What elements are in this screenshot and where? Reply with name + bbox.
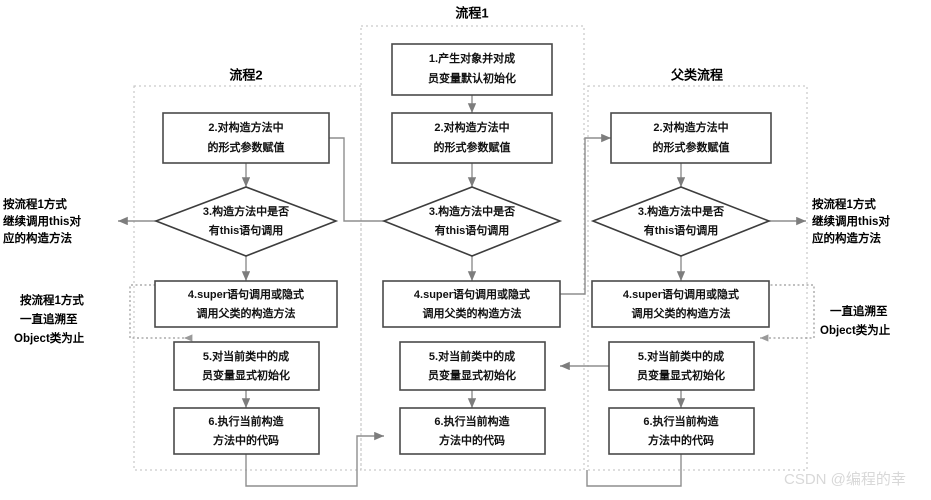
node-l-step4: 4.super语句调用或隐式 调用父类的构造方法 (154, 280, 338, 328)
node-r-step3: 3.构造方法中是否 有this语句调用 (590, 186, 772, 257)
node-m-step2-line2: 的形式参数赋值 (434, 140, 511, 154)
annotation-left-bottom-line2: 一直追溯至 (20, 312, 78, 326)
node-l-step5-line2: 员变量显式初始化 (202, 368, 290, 382)
node-r-step4: 4.super语句调用或隐式 调用父类的构造方法 (591, 280, 770, 328)
node-m-step6: 6.执行当前构造 方法中的代码 (399, 407, 546, 455)
annotation-left-bottom-line1: 按流程1方式 (20, 293, 84, 307)
node-r-step5-line2: 员变量显式初始化 (637, 368, 725, 382)
node-m-step1: 1.产生对象并对成 员变量默认初始化 (391, 43, 553, 96)
node-r-step4-line2: 调用父类的构造方法 (632, 306, 731, 320)
node-l-step4-line2: 调用父类的构造方法 (197, 306, 296, 320)
annotation-right-top: 按流程1方式 继续调用this对 应的构造方法 (812, 197, 890, 245)
conn-r6-loop (586, 454, 682, 487)
annotation-right-bottom: 一直追溯至 Object类为止 (820, 304, 891, 337)
node-m-step2-line1: 2.对构造方法中 (434, 120, 509, 134)
annotation-left-top: 按流程1方式 继续调用this对 应的构造方法 (3, 197, 81, 245)
node-m-step2: 2.对构造方法中 的形式参数赋值 (391, 112, 553, 164)
node-m-step5-line1: 5.对当前类中的成 (429, 349, 515, 363)
node-l-step3-line2: 有this语句调用 (209, 223, 284, 237)
lane-title-fulei: 父类流程 (670, 67, 723, 82)
node-m-step5-line2: 员变量显式初始化 (428, 368, 516, 382)
annotation-left-bottom: 按流程1方式 一直追溯至 Object类为止 (14, 293, 85, 345)
node-m-step3: 3.构造方法中是否 有this语句调用 (381, 186, 563, 257)
node-m-step4-line1: 4.super语句调用或隐式 (414, 287, 530, 301)
node-r-step6-line1: 6.执行当前构造 (643, 414, 719, 428)
node-l-step4-line1: 4.super语句调用或隐式 (188, 287, 304, 301)
node-l-step6-line2: 方法中的代码 (213, 433, 279, 447)
annotation-left-top-line2: 继续调用this对 (3, 214, 81, 228)
lane-region-liucheng1 (360, 25, 585, 471)
node-l-step5-line1: 5.对当前类中的成 (203, 349, 289, 363)
node-l-step5: 5.对当前类中的成 员变量显式初始化 (173, 341, 320, 391)
lane-region-liucheng2 (133, 85, 362, 471)
annotation-right-bottom-line1: 一直追溯至 (830, 304, 888, 318)
node-m-step3-line1: 3.构造方法中是否 (429, 204, 515, 218)
node-r-step6: 6.执行当前构造 方法中的代码 (608, 407, 755, 455)
annotation-right-top-line2: 继续调用this对 (812, 214, 890, 228)
conn-l6-to-m6 (245, 431, 384, 487)
annotation-right-top-line1: 按流程1方式 (812, 197, 876, 211)
node-l-step2-line1: 2.对构造方法中 (208, 120, 283, 134)
annotation-right-top-line3: 应的构造方法 (812, 231, 881, 245)
annotation-left-top-line3: 应的构造方法 (3, 231, 72, 245)
annotation-left-top-line1: 按流程1方式 (3, 197, 67, 211)
node-r-step5-line1: 5.对当前类中的成 (638, 349, 724, 363)
node-r-step4-line1: 4.super语句调用或隐式 (623, 287, 739, 301)
right-bracket (757, 284, 815, 342)
annotation-right-bottom-line2: Object类为止 (820, 323, 891, 337)
node-r-step5: 5.对当前类中的成 员变量显式初始化 (608, 341, 755, 391)
node-l-step3-line1: 3.构造方法中是否 (203, 204, 289, 218)
node-m-step4: 4.super语句调用或隐式 调用父类的构造方法 (382, 280, 561, 328)
node-r-step3-line1: 3.构造方法中是否 (638, 204, 724, 218)
node-l-step6: 6.执行当前构造 方法中的代码 (173, 407, 320, 455)
node-m-step1-line2: 员变量默认初始化 (428, 71, 516, 85)
lane-title-liucheng1: 流程1 (455, 5, 488, 20)
node-m-step6-line2: 方法中的代码 (439, 433, 505, 447)
node-m-step4-line2: 调用父类的构造方法 (423, 306, 522, 320)
node-l-step3: 3.构造方法中是否 有this语句调用 (153, 186, 339, 257)
lane-region-fulei (587, 85, 808, 471)
watermark: CSDN @编程的幸 (784, 471, 906, 488)
node-l-step2-line2: 的形式参数赋值 (208, 140, 285, 154)
node-m-step3-line2: 有this语句调用 (435, 223, 510, 237)
node-m-step6-line1: 6.执行当前构造 (434, 414, 510, 428)
lane-title-liucheng2: 流程2 (229, 67, 262, 82)
annotation-left-bottom-line3: Object类为止 (14, 331, 85, 345)
node-r-step6-line2: 方法中的代码 (648, 433, 714, 447)
node-m-step1-line1: 1.产生对象并对成 (429, 51, 515, 65)
conn-m4-to-r2 (560, 133, 611, 295)
node-r-step2-line1: 2.对构造方法中 (653, 120, 728, 134)
node-l-step6-line1: 6.执行当前构造 (208, 414, 284, 428)
node-r-step2-line2: 的形式参数赋值 (653, 140, 730, 154)
node-r-step2: 2.对构造方法中 的形式参数赋值 (610, 112, 772, 164)
node-r-step3-line2: 有this语句调用 (644, 223, 719, 237)
node-m-step5: 5.对当前类中的成 员变量显式初始化 (399, 341, 546, 391)
node-l-step2: 2.对构造方法中 的形式参数赋值 (162, 112, 330, 164)
